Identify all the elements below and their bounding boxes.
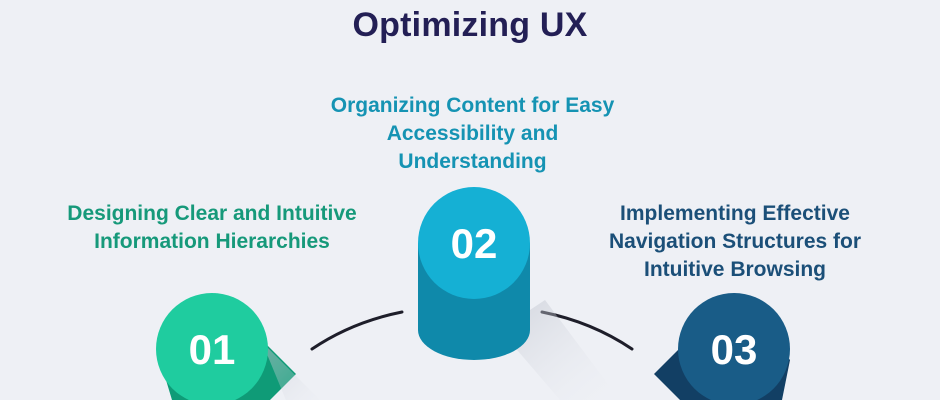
step-1-cylinder: 01 (156, 293, 320, 400)
page-title: Optimizing UX (352, 6, 588, 44)
step-2-label: Organizing Content for Easy Accessibilit… (330, 94, 615, 173)
step-2-number: 02 (451, 220, 498, 267)
step-3-label: Implementing Effective Navigation Struct… (608, 202, 862, 281)
step-2-cylinder: 02 (418, 187, 620, 400)
step-3-number: 03 (711, 326, 758, 373)
step-1-number: 01 (189, 326, 236, 373)
step-1-label: Designing Clear and Intuitive Informatio… (67, 202, 357, 253)
connector-arc-left (310, 310, 404, 351)
step-3-cylinder: 03 (654, 293, 790, 400)
